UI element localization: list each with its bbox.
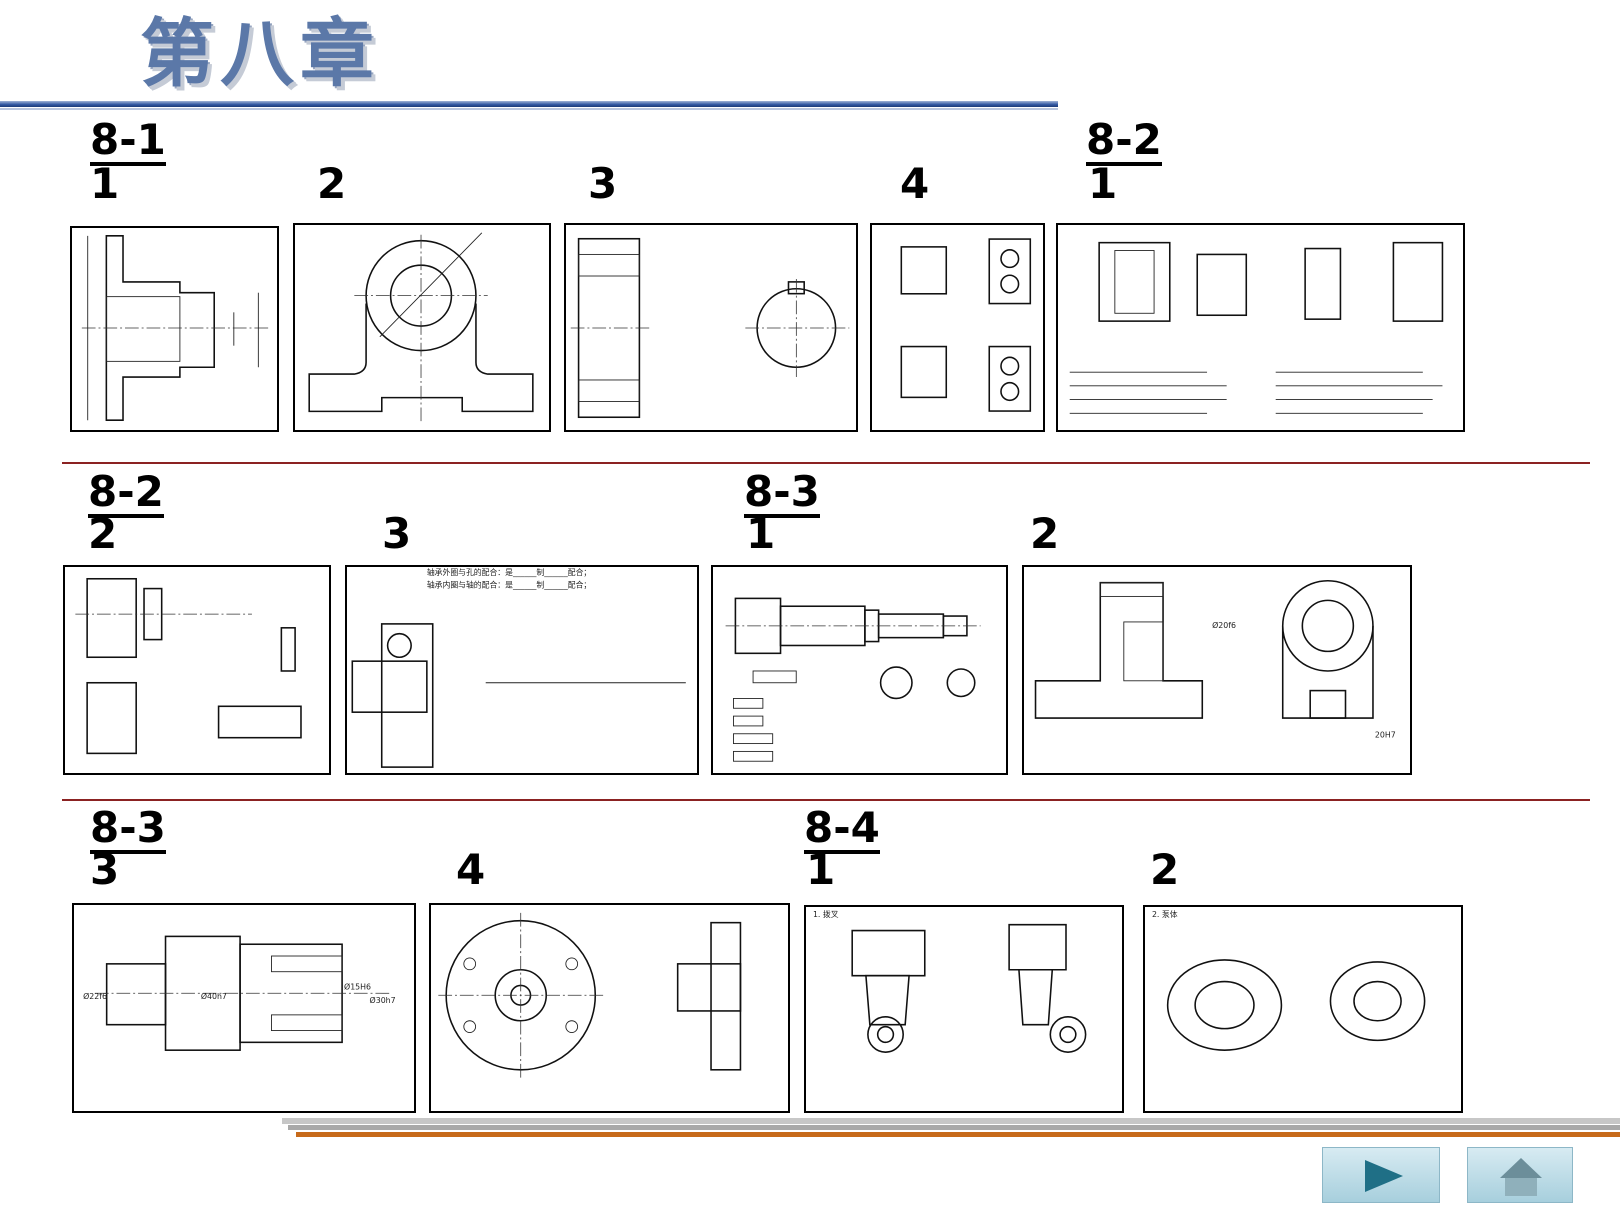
section-divider-2 [62, 799, 1590, 801]
item-label-8-2-3: 3 [382, 509, 412, 558]
chapter-title: 第八章 [140, 11, 380, 97]
dim-20f6: Ø20f6 [1212, 620, 1236, 630]
footer-decoration [282, 1118, 1620, 1138]
item-label-8-2-1: 1 [1088, 159, 1118, 208]
dim-22f6: Ø22f6 [83, 991, 107, 1001]
dim-30h7: Ø30h7 [370, 995, 396, 1005]
title-underline-shadow [0, 108, 1058, 110]
footer-bar-orange [296, 1132, 1620, 1137]
fit-question-outer: 轴承外圈与孔的配合：是______制______配合； [427, 567, 591, 577]
drawing-8-4-2[interactable]: 2. 泵体 [1143, 905, 1463, 1113]
section-label-8-3b: 8-3 [90, 803, 166, 854]
drawing-8-3-1[interactable] [711, 565, 1008, 775]
home-button[interactable] [1467, 1147, 1573, 1203]
item-label-8-3-3: 3 [90, 845, 120, 894]
item-label-8-1-2: 2 [317, 159, 347, 208]
drawing-8-1-3[interactable] [564, 223, 858, 432]
footer-bar-gray-dark [288, 1125, 1620, 1130]
section-label-8-2b: 8-2 [88, 467, 164, 518]
item-label-8-1-3: 3 [588, 159, 618, 208]
drawing-8-4-1[interactable]: 1. 拨叉 [804, 905, 1124, 1113]
fit-question-inner: 轴承内圈与轴的配合：是______制______配合； [427, 580, 591, 590]
drawing-8-2-2[interactable] [63, 565, 331, 775]
item-label-8-3-4: 4 [456, 845, 486, 894]
section-label-8-1: 8-1 [90, 115, 166, 166]
drawing-8-1-4[interactable] [870, 223, 1045, 432]
dim-20h7: 20H7 [1375, 731, 1396, 740]
drawing-8-2-3[interactable]: 轴承外圈与孔的配合：是______制______配合； 轴承内圈与轴的配合：是_… [345, 565, 699, 775]
drawing-8-2-1[interactable] [1056, 223, 1465, 432]
next-slide-button[interactable] [1322, 1147, 1440, 1203]
item-label-8-4-2: 2 [1150, 845, 1180, 894]
drawing-8-1-1[interactable] [70, 226, 279, 432]
drawing-8-3-4[interactable] [429, 903, 790, 1113]
section-divider-1 [62, 462, 1590, 464]
home-icon [1500, 1158, 1542, 1196]
drawing-8-1-2[interactable] [293, 223, 551, 432]
drawing-8-3-2[interactable]: Ø20f6 20H7 [1022, 565, 1412, 775]
play-arrow-icon [1365, 1160, 1403, 1192]
section-label-8-2: 8-2 [1086, 115, 1162, 166]
footer-bar-gray [282, 1118, 1620, 1124]
section-label-8-4: 8-4 [804, 803, 880, 854]
item-label-8-2-2: 2 [88, 509, 118, 558]
item-label-8-3-2: 2 [1030, 509, 1060, 558]
title-underline [0, 101, 1058, 107]
section-label-8-3: 8-3 [744, 467, 820, 518]
item-label-8-3-1: 1 [746, 509, 776, 558]
dim-15h6: Ø15H6 [344, 981, 371, 991]
pump-body-heading: 2. 泵体 [1152, 909, 1178, 919]
fork-heading: 1. 拨叉 [813, 909, 839, 919]
item-label-8-1-4: 4 [900, 159, 930, 208]
item-label-8-1-1: 1 [90, 159, 120, 208]
drawing-8-3-3[interactable]: Ø22f6 Ø40h7 Ø15H6 Ø30h7 [72, 903, 416, 1113]
dim-40h7: Ø40h7 [201, 991, 227, 1001]
item-label-8-4-1: 1 [806, 845, 836, 894]
